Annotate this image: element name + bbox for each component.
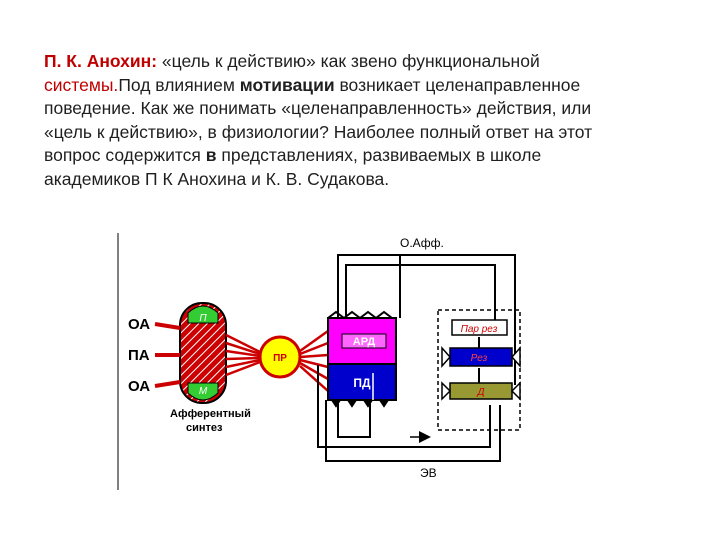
parros-box	[451, 319, 508, 336]
text-line-4: «цель к действию», в физиологии? Наиболе…	[44, 121, 593, 142]
label-parros: Пар рез	[461, 324, 498, 335]
text-line-1: П. К. Анохин: «цель к действию» как звен…	[44, 50, 694, 74]
line5-a: вопрос содержится	[44, 145, 206, 165]
decision-to-ard-lines	[299, 329, 329, 392]
rez-block	[441, 346, 521, 368]
d-block	[441, 381, 521, 401]
motivation-word: мотивации	[239, 74, 335, 95]
line2-end: возникает целенаправленное	[334, 74, 581, 95]
label-p: П	[199, 313, 207, 324]
line5-b: в	[205, 145, 217, 165]
text-line-3: поведение. Как же понимать «целенаправле…	[44, 98, 592, 118]
author-name: П. К. Анохин:	[44, 51, 158, 71]
label-afferent-2: синтез	[186, 422, 223, 434]
system-word: системы.	[44, 74, 119, 95]
input-arrow-oa-bottom	[154, 380, 181, 388]
text-line-2: системы.Под влиянием мотивации возникает…	[44, 74, 694, 98]
text-line-5: вопрос содержится в представлениях, разв…	[44, 144, 694, 168]
label-pr: ПР	[273, 353, 287, 364]
feedback-loops	[317, 254, 516, 462]
label-m: М	[199, 386, 208, 397]
label-ard: АРД	[353, 336, 376, 348]
label-pa: ПА	[128, 347, 150, 364]
label-ev: ЭВ	[420, 466, 437, 480]
description-text: П. К. Анохин: «цель к действию» как звен…	[44, 50, 694, 191]
label-oa-top: ОА	[128, 316, 150, 333]
label-pd: ПД	[353, 376, 371, 390]
afferent-synthesis-block	[179, 302, 227, 404]
functional-system-diagram: П М ОА ПА ОА Афферентный синтез ПР О.Афф	[117, 233, 521, 490]
result-dashed-box	[437, 309, 521, 431]
title-rest: «цель к действию» как звено функциональн…	[157, 51, 540, 71]
label-rez: Рез	[471, 353, 488, 364]
label-afferent-1: Афферентный	[170, 408, 251, 420]
label-oa-bottom: ОА	[128, 378, 150, 395]
input-arrow-oa-top	[154, 322, 181, 330]
pd-block	[327, 363, 397, 408]
text-line-6: академиков П К Анохина и К. В. Судакова.	[44, 168, 390, 189]
line2-plain: Под влиянием	[118, 74, 240, 95]
ard-label-box	[341, 333, 387, 349]
synthesis-to-decision-lines	[225, 333, 261, 377]
line5-c: представлениях, развиваемых в школе	[216, 145, 542, 165]
label-oaff: О.Афф.	[400, 236, 444, 250]
label-d: Д	[476, 387, 484, 398]
